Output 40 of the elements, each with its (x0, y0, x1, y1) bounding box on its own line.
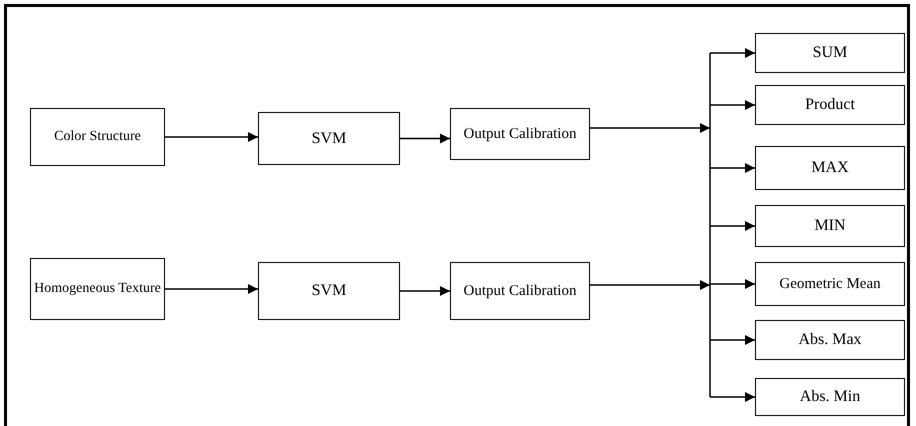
box-label: SUM (812, 44, 848, 62)
arrow (165, 132, 258, 142)
box-label: Homogeneous Texture (34, 281, 161, 297)
arrow (710, 163, 755, 173)
process-box (450, 262, 590, 320)
box-label: Abs. Min (800, 388, 860, 406)
process-box (755, 205, 905, 247)
arrow (590, 280, 710, 290)
process-box (450, 108, 590, 160)
box-label: Output Calibration (464, 282, 576, 300)
process-box (755, 146, 905, 190)
process-box (755, 378, 905, 416)
box-label: SVM (312, 282, 346, 300)
box-label: Abs. Max (798, 331, 862, 349)
box-label: Product (805, 96, 855, 114)
process-box (755, 85, 905, 125)
process-box (755, 262, 905, 306)
process-box (258, 112, 400, 165)
box-label: SVM (312, 130, 346, 148)
arrow (710, 335, 755, 345)
process-box (30, 258, 165, 320)
box-label: Geometric Mean (779, 276, 881, 292)
arrow (400, 134, 450, 144)
box-label: MAX (811, 159, 849, 177)
bus-line (709, 53, 711, 397)
box-label: MIN (814, 217, 846, 235)
arrow (710, 279, 755, 289)
arrow (710, 392, 755, 402)
arrow (710, 221, 755, 231)
process-box (258, 262, 400, 320)
process-box (755, 33, 905, 73)
arrow (165, 284, 258, 294)
box-label: Color Structure (54, 129, 141, 145)
box-label: Output Calibration (464, 126, 576, 142)
process-box (30, 108, 165, 166)
arrow (590, 123, 710, 133)
process-box (755, 320, 905, 360)
arrow (710, 100, 755, 110)
arrow (710, 48, 755, 58)
arrow (400, 286, 450, 296)
